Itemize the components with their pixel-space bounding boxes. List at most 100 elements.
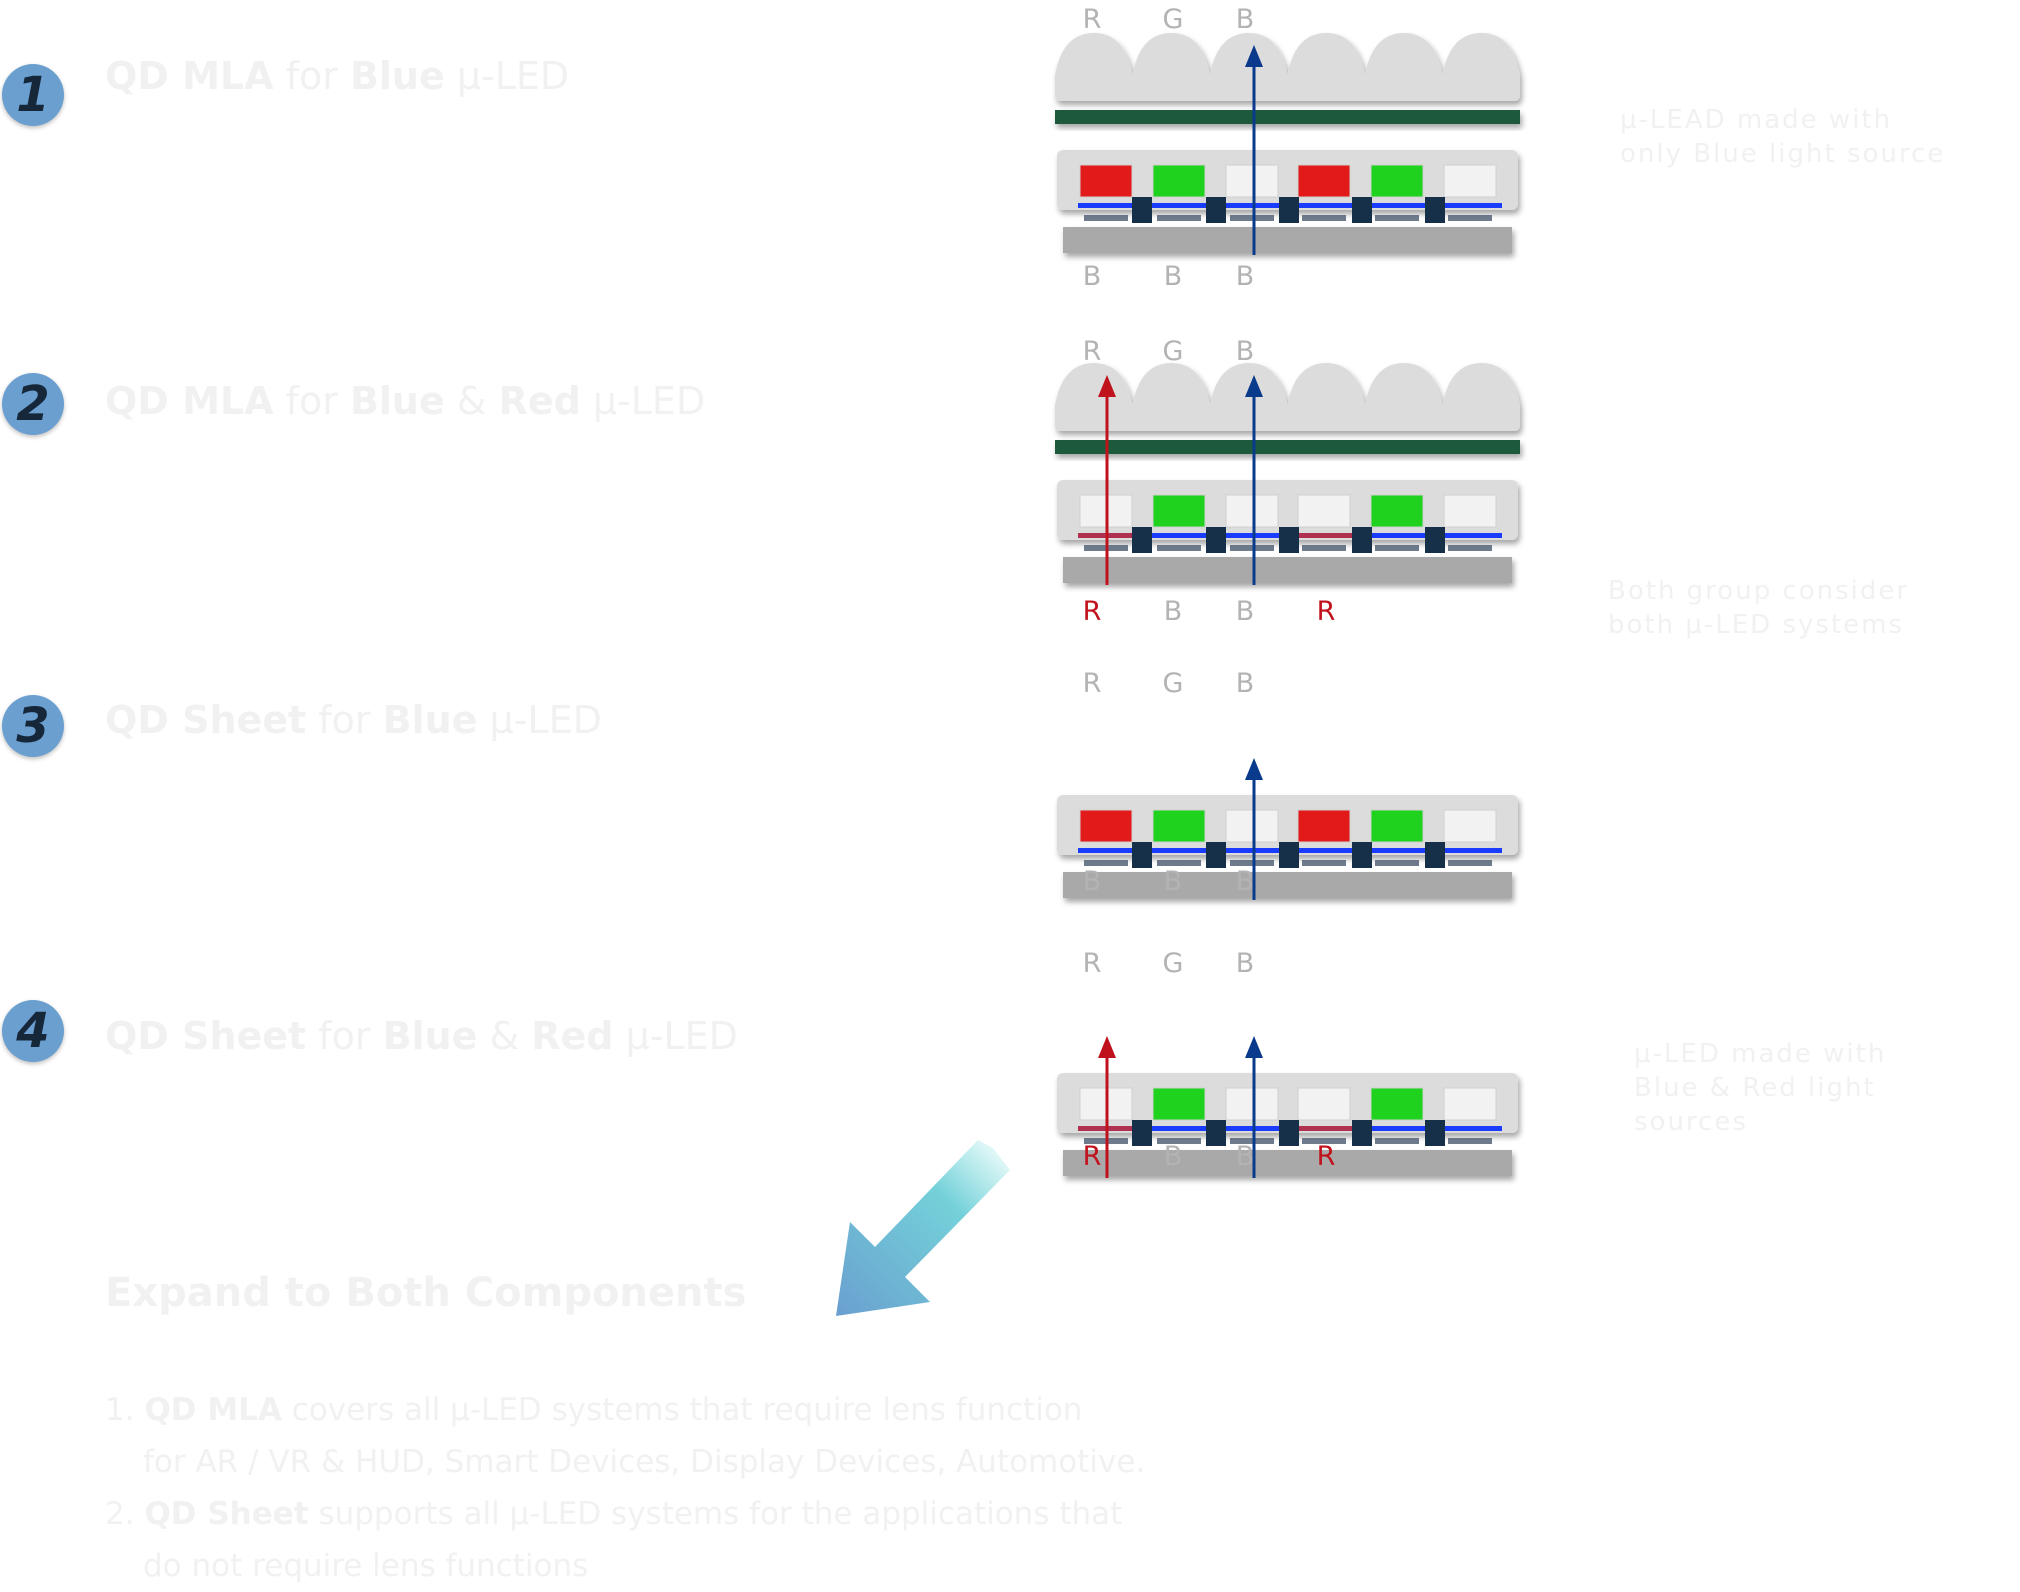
clear-subpixel [1225, 809, 1279, 843]
clear-subpixel [1443, 164, 1497, 198]
electrode [1302, 545, 1346, 551]
bottom-label: B [1164, 261, 1183, 292]
qd-subpixel [1152, 164, 1206, 198]
bottom-label: B [1164, 866, 1183, 897]
top-label: G [1163, 668, 1184, 699]
led-chip [1425, 1120, 1445, 1146]
qd-subpixel [1079, 164, 1133, 198]
title-text: μ-LED [444, 54, 570, 98]
expand-title: Expand to Both Components [105, 1270, 747, 1316]
top-label: R [1083, 668, 1102, 699]
step-2-badge: 2 [2, 373, 64, 435]
step-number: 3 [16, 698, 50, 754]
top-label: G [1163, 4, 1184, 35]
led-chip [1132, 842, 1152, 868]
electrode [1375, 1138, 1419, 1144]
clear-subpixel [1443, 809, 1497, 843]
led-chip [1206, 527, 1226, 553]
title-strong: Blue [349, 379, 445, 423]
qd-subpixel [1370, 1087, 1424, 1121]
electrode [1302, 215, 1346, 221]
blue-emitter [1296, 203, 1356, 208]
top-label: R [1083, 4, 1102, 35]
electrode [1084, 215, 1128, 221]
qd-subpixel [1152, 1087, 1206, 1121]
title-strong: QD MLA [105, 379, 274, 423]
led-chip [1425, 527, 1445, 553]
bottom-label: B [1083, 866, 1102, 897]
blue-emitter [1369, 848, 1429, 853]
title-text: μ-LED [477, 698, 602, 742]
title-strong: Red [498, 379, 581, 423]
step-3-title: QD Sheet for Blue μ-LED [105, 698, 602, 742]
title-strong: Blue [349, 54, 445, 98]
electrode [1230, 215, 1274, 221]
top-label: B [1236, 336, 1255, 367]
top-label: B [1236, 668, 1255, 699]
bottom-label: B [1083, 261, 1102, 292]
title-text: for [273, 54, 350, 98]
top-label: B [1236, 948, 1255, 979]
qd-subpixel [1370, 809, 1424, 843]
led-chip [1206, 197, 1226, 223]
list-text: supports all μ-LED systems for the appli… [308, 1496, 1123, 1532]
list-item-cont: for AR / VR & HUD, Smart Devices, Displa… [143, 1444, 1146, 1480]
blue-emitter [1369, 533, 1429, 538]
blue-emitter [1151, 203, 1211, 208]
clear-subpixel [1225, 494, 1279, 528]
title-text: for [273, 379, 350, 423]
electrode [1375, 545, 1419, 551]
qd-subpixel [1297, 164, 1351, 198]
note-both-groups: Both group consider both μ-LED systems [1608, 576, 1910, 640]
electrode [1375, 215, 1419, 221]
green-film [1055, 110, 1520, 124]
arrow-head-icon [1098, 1036, 1116, 1058]
top-label: R [1083, 948, 1102, 979]
electrode [1302, 860, 1346, 866]
step-1-badge: 1 [2, 64, 64, 126]
lens-array [1055, 33, 1520, 101]
blue-emitter [1151, 848, 1211, 853]
electrode [1157, 545, 1201, 551]
led-chip [1352, 197, 1372, 223]
step-number: 2 [16, 376, 50, 432]
red-emitter [1296, 1126, 1356, 1131]
clear-subpixel [1297, 494, 1351, 528]
title-strong: QD Sheet [105, 698, 307, 742]
bottom-label: B [1236, 596, 1255, 627]
blue-emitter [1151, 533, 1211, 538]
bottom-label: B [1236, 1141, 1255, 1172]
qd-subpixel [1370, 494, 1424, 528]
blue-emitter [1078, 203, 1138, 208]
electrode [1157, 1138, 1201, 1144]
title-strong: Blue [382, 698, 478, 742]
electrode [1157, 860, 1201, 866]
led-chip [1132, 197, 1152, 223]
led-chip [1352, 1120, 1372, 1146]
electrode [1448, 545, 1492, 551]
red-emitter [1296, 533, 1356, 538]
bottom-label: B [1236, 866, 1255, 897]
step-4-title: QD Sheet for Blue & Red μ-LED [105, 1014, 738, 1058]
bottom-label: R [1083, 1141, 1102, 1172]
step-number: 1 [16, 67, 50, 123]
led-chip [1279, 1120, 1299, 1146]
title-text: for [306, 1014, 383, 1058]
blue-emitter [1442, 533, 1502, 538]
substrate [1063, 227, 1512, 253]
list-number: 2. [105, 1496, 145, 1532]
led-chip [1279, 197, 1299, 223]
arrow-head-icon [1245, 375, 1263, 397]
led-chip [1206, 1120, 1226, 1146]
led-chip [1425, 842, 1445, 868]
title-text: μ-LED [613, 1014, 738, 1058]
blue-emitter [1369, 1126, 1429, 1131]
arrow-head-icon [1245, 45, 1263, 67]
electrode [1448, 860, 1492, 866]
bottom-label: R [1317, 596, 1336, 627]
title-strong: QD MLA [105, 54, 274, 98]
led-chip [1279, 527, 1299, 553]
